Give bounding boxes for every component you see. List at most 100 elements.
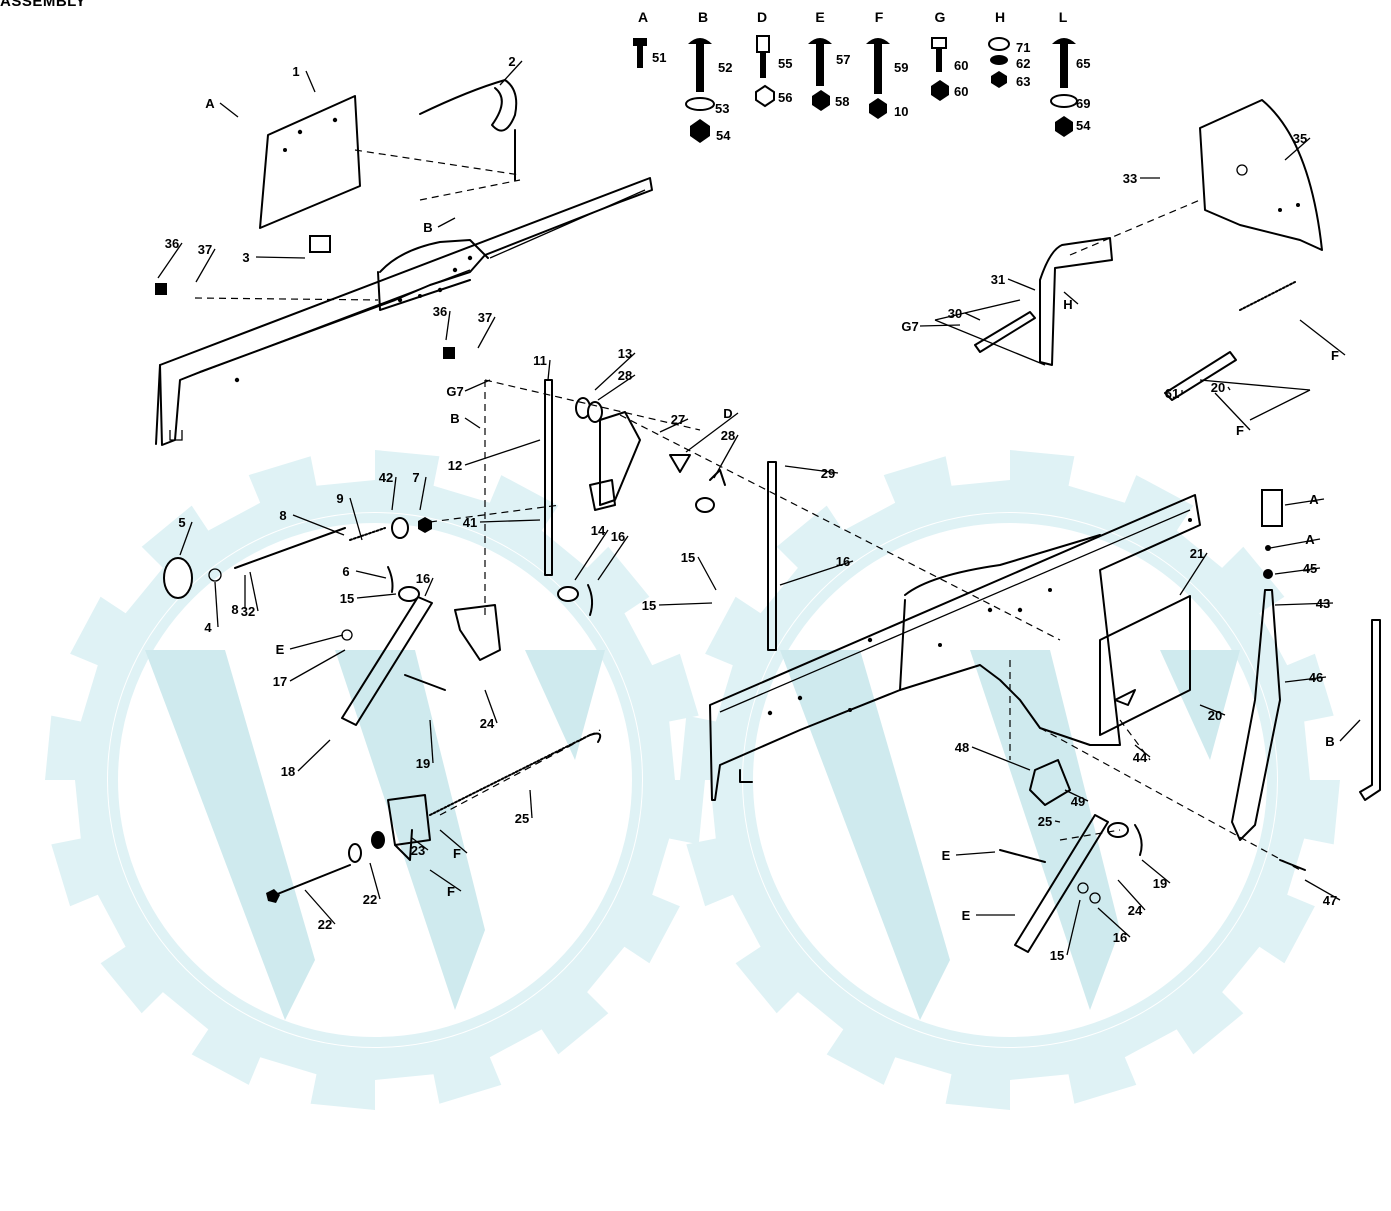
fastener-part-number: 62 [1016, 56, 1030, 71]
fastener-letter: G [935, 9, 946, 25]
spring-rod-assembly [266, 732, 602, 903]
callout-leader [255, 256, 306, 259]
callout-leader [297, 739, 331, 772]
callout-number: F [447, 884, 455, 899]
callout-leader [249, 571, 259, 612]
fastener-part-number: 10 [894, 104, 908, 119]
callout-leader [1134, 744, 1151, 758]
fastener-g-hex-screw [931, 37, 949, 101]
callout-leader [1304, 879, 1341, 901]
callout-number: 19 [416, 756, 430, 771]
callout-leader [697, 556, 717, 591]
callout-number: 31 [991, 272, 1005, 287]
callout-number: 20 [1211, 380, 1225, 395]
fastener-h-washers [988, 37, 1010, 88]
callout-number: A [205, 96, 215, 111]
callout-number: 61 [1165, 386, 1179, 401]
callout-number: 24 [480, 716, 495, 731]
callout-leader [1117, 879, 1146, 911]
callout-leader [479, 519, 541, 523]
fastener-part-number: 56 [778, 90, 792, 105]
callout-number: F [453, 846, 461, 861]
callout-number: 30 [948, 306, 962, 321]
callout-number: E [276, 642, 285, 657]
callout-leader [411, 837, 429, 851]
callout-number: G7 [901, 319, 918, 334]
watermark-wheel-left [45, 450, 705, 1110]
callout-number: 48 [955, 740, 969, 755]
callout-leader [484, 689, 498, 724]
callout-number: 47 [1323, 893, 1337, 908]
callout-leader [1227, 386, 1231, 391]
callout-number: 33 [1123, 171, 1137, 186]
part-2-spring-clip [419, 79, 518, 181]
callout-leader [784, 465, 839, 474]
callout-leader [1007, 278, 1036, 291]
callout-number: 36 [165, 236, 179, 251]
callout-number: 14 [591, 523, 606, 538]
callout-number: D [723, 406, 732, 421]
callout-leader [1299, 319, 1346, 356]
callout-number: 37 [198, 242, 212, 257]
callout-leader [179, 521, 193, 556]
callout-number: 13 [618, 346, 632, 361]
callout-leader [157, 242, 183, 279]
callout-leader [214, 581, 219, 628]
callout-leader [292, 514, 345, 536]
fastener-part-number: 60 [954, 58, 968, 73]
fastener-letter: D [757, 9, 767, 25]
fastener-part-number: 53 [715, 101, 729, 116]
callout-number: 4 [204, 620, 212, 635]
callout-number: 8 [279, 508, 286, 523]
callout-number: 15 [340, 591, 354, 606]
part-30-rod [934, 299, 1046, 366]
callout-leader [437, 217, 456, 228]
callout-number: 16 [416, 571, 430, 586]
callout-number: 29 [821, 466, 835, 481]
callout-leader [659, 418, 689, 433]
callout-number: 1 [292, 64, 299, 79]
callout-number: 28 [618, 368, 632, 383]
part-1-plate [259, 95, 361, 229]
callout-number: 35 [1293, 131, 1307, 146]
callout-leader [356, 593, 397, 599]
callout-leader [439, 829, 468, 854]
callout-leader [1097, 907, 1131, 938]
callout-number: 16 [1113, 930, 1127, 945]
callout-number: 27 [671, 412, 685, 427]
callout-leader [1274, 567, 1321, 575]
callout-number: 15 [1050, 948, 1064, 963]
callout-leader [1214, 392, 1251, 431]
callout-number: 9 [336, 491, 343, 506]
callout-number: 15 [681, 550, 695, 565]
fastener-b-carriage-bolt [685, 38, 715, 143]
callout-leader [597, 374, 636, 401]
part-3-pad [309, 235, 331, 253]
callout-number: E [942, 848, 951, 863]
fastener-d-shoulder-bolt [755, 35, 775, 108]
callout-leader [464, 417, 481, 429]
fastener-part-number: 57 [836, 52, 850, 67]
callout-number: 6 [342, 564, 349, 579]
callout-leader [597, 535, 629, 581]
fastener-letter: E [815, 9, 824, 25]
part-20-lever [1164, 351, 1311, 421]
fastener-key-labels: A51B525354D5556E5758F5910G6060H716263L65… [638, 9, 1091, 143]
callout-leader [971, 746, 1031, 771]
callout-number: 45 [1303, 561, 1317, 576]
fastener-part-number: 59 [894, 60, 908, 75]
watermark-wheel-right [680, 450, 1340, 1110]
callout-number: 5 [178, 515, 185, 530]
callout-leader [1284, 676, 1327, 683]
callout-number: 22 [318, 917, 332, 932]
callout-number: A [1305, 532, 1315, 547]
callout-leader [1054, 820, 1061, 823]
callout-leader [289, 649, 346, 682]
callout-number: G7 [446, 384, 463, 399]
callout-number: 2 [508, 54, 515, 69]
callout-leader [658, 602, 713, 606]
callout-leader [574, 529, 609, 581]
